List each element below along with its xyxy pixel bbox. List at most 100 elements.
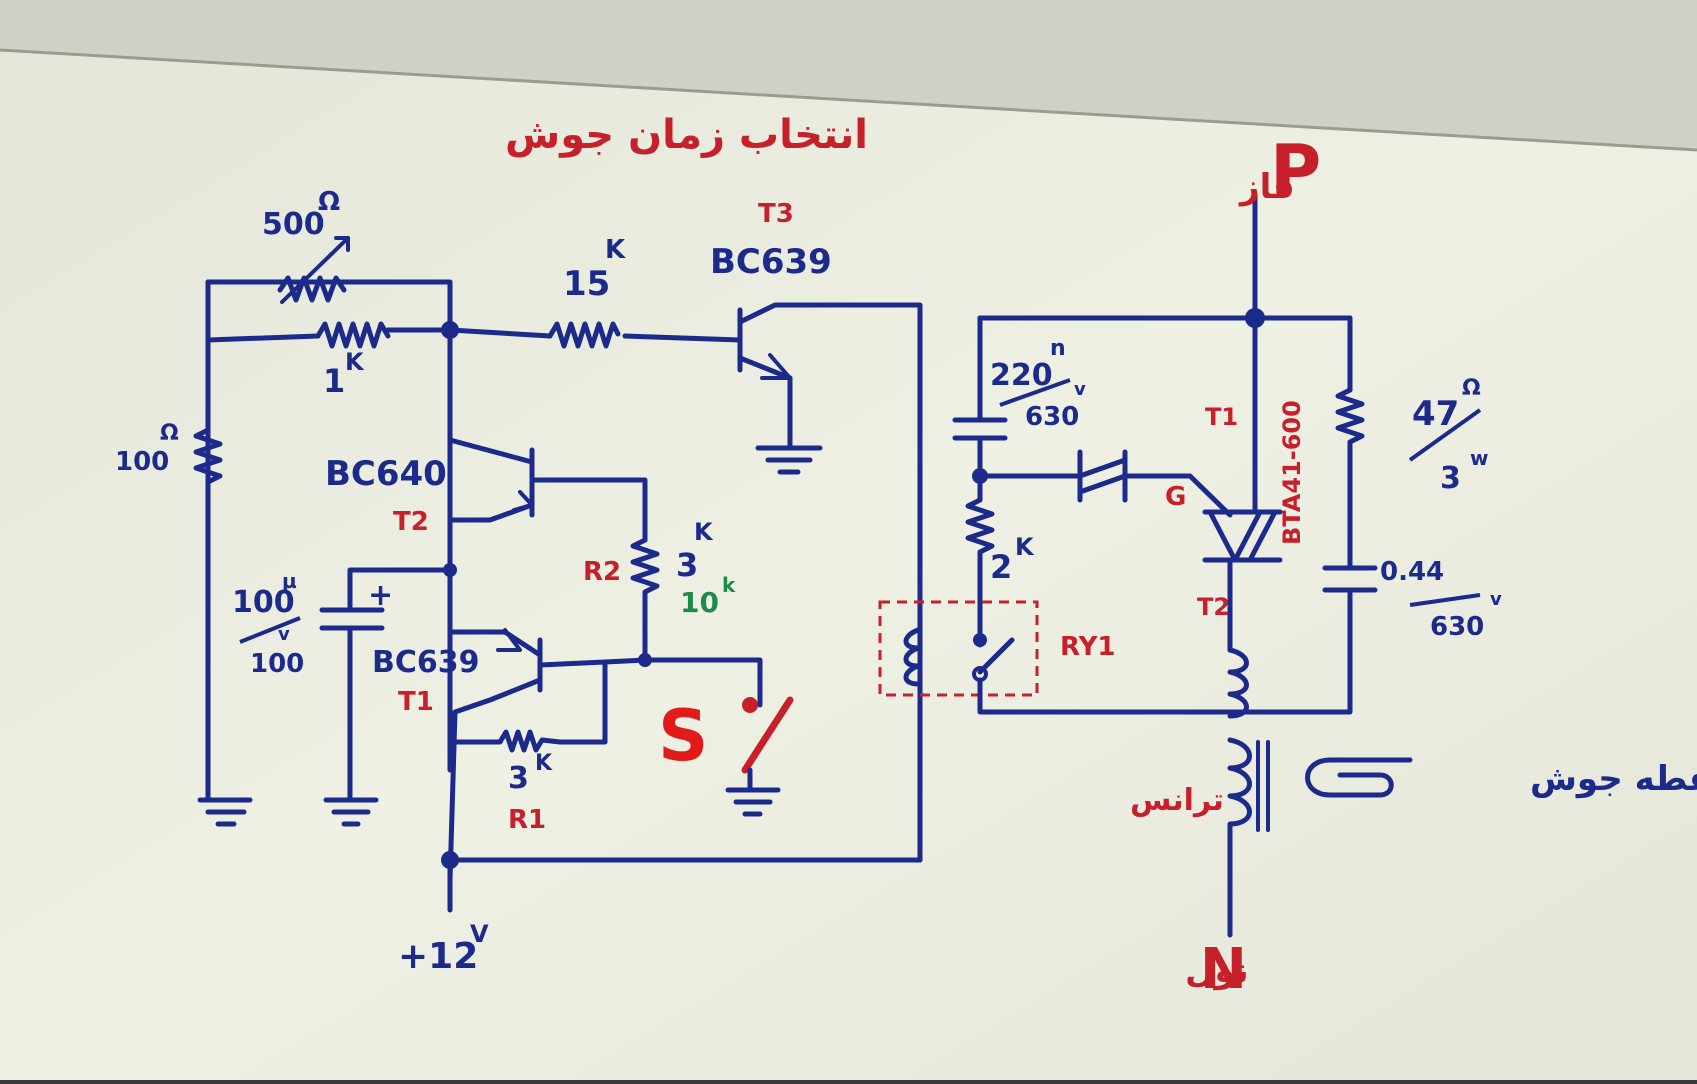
cap-fraction-line: [239, 616, 301, 644]
phase-label-fa: فاز: [1238, 167, 1295, 207]
switch-ground: [725, 787, 781, 817]
t1-part: BC639: [372, 645, 480, 680]
cap-unit: µ: [282, 569, 297, 593]
triac-bars: [1202, 509, 1283, 563]
t2-emitter-arrow: [512, 490, 534, 512]
switch-label: S: [658, 695, 708, 777]
t1-emitter: [447, 677, 543, 883]
triac-t2-label: T2: [1197, 593, 1230, 621]
resistor-1k-unit: K: [345, 348, 365, 376]
cap-value: 100: [232, 585, 295, 620]
phase-label: P: [1270, 130, 1321, 212]
r1-unit: K: [535, 751, 553, 776]
weld-point-label: نقطه جوش: [1530, 759, 1697, 799]
neutral-label: N: [1200, 937, 1247, 1002]
control-circuit: 500 Ω 1 K 15 K 100 Ω T3 BC639 BC640 T2 R…: [115, 187, 923, 977]
t3-emitter-arrow: [760, 353, 792, 380]
t2-part: BC640: [325, 454, 447, 494]
resistor-47-watt-unit: w: [1470, 446, 1488, 470]
resistor-15k-zigzag: [547, 321, 621, 349]
relay-coil: [903, 627, 921, 687]
triac-t1-label: T1: [1205, 403, 1238, 431]
supply-label: +12: [398, 936, 478, 977]
resistor-47-value: 47: [1412, 394, 1459, 434]
r1-value: 3: [508, 761, 529, 796]
power-circuit: P فاز 220 n 630 v G 2 K RY1: [878, 130, 1697, 1002]
trafo-primary-bottom: [1227, 737, 1252, 827]
t2-base-wire: [529, 477, 648, 543]
left-ground: [197, 797, 253, 827]
var-resistor-arrowhead: [334, 236, 350, 252]
t2-label: T2: [393, 507, 429, 537]
resistor-15k-unit: K: [605, 235, 626, 265]
junction-phase: [1245, 308, 1265, 328]
board-edge-line: [0, 48, 1697, 152]
resistor-1k-zigzag: [315, 321, 391, 349]
resistor-47-watt: 3: [1440, 461, 1461, 496]
relay-to-trafo: [977, 677, 1258, 715]
var-resistor-arrow: [280, 236, 350, 304]
relay-label: RY1: [1060, 632, 1116, 662]
r2-value: 3: [676, 546, 698, 584]
cap-plus: +: [368, 578, 393, 613]
switch-lever: [741, 696, 794, 774]
junction-2: [443, 563, 457, 577]
resistor-100-zigzag: [193, 427, 223, 485]
r2-alt-unit: k: [722, 573, 736, 597]
var-resistor-unit: Ω: [318, 187, 340, 217]
cap-044-fraction: [1409, 593, 1481, 607]
resistor-r2-zigzag: [630, 537, 660, 663]
triac-part: BTA41-600: [1278, 400, 1306, 545]
cap-044-value: 0.44: [1380, 557, 1444, 587]
cap-044-volt: 630: [1430, 612, 1484, 642]
junction-diac: [972, 468, 988, 484]
supply-unit: V: [470, 920, 489, 948]
wire-1k-left: [205, 333, 321, 343]
wire-to-15k: [447, 327, 553, 339]
relay-contact-top: [973, 633, 987, 647]
resistor-47-zigzag: [1335, 387, 1365, 571]
resistor-47-unit: Ω: [1462, 376, 1481, 401]
junction-3: [638, 653, 652, 667]
triac-body: [1207, 509, 1278, 563]
r2-unit: K: [694, 518, 714, 546]
t3-collector-wire: [737, 302, 923, 863]
timing-title: انتخاب زمان جوش: [505, 112, 868, 158]
cap-220n-value: 220: [990, 358, 1053, 393]
neutral-label-fa: نول: [1185, 951, 1249, 991]
var-resistor-zigzag: [277, 275, 347, 303]
resistor-100-value: 100: [115, 447, 169, 477]
t3-ground: [755, 445, 823, 475]
gate-label: G: [1165, 482, 1186, 512]
board-surface: [0, 50, 1697, 1080]
t2-collector: [447, 437, 535, 465]
t3-label: T3: [758, 199, 794, 229]
cap-220n-volt: 630: [1025, 402, 1079, 432]
t1-r1-loop: [557, 659, 608, 745]
board-top-edge: [0, 0, 1697, 150]
weld-tip: [1305, 757, 1413, 798]
r1-label: R1: [508, 805, 546, 835]
r2-alt-value: 10: [680, 586, 719, 619]
resistor-15k-value: 15: [563, 264, 610, 304]
relay-box: [878, 600, 1039, 697]
resistor-100-unit: Ω: [160, 421, 179, 446]
resistor-2k-value: 2: [990, 548, 1012, 586]
cap-220n-fraction: [999, 378, 1071, 407]
resistor-r1-zigzag: [452, 729, 563, 753]
t1-label: T1: [398, 687, 434, 717]
cap-volt: 100: [250, 649, 304, 679]
trafo-core: [1256, 740, 1270, 832]
t1-arrow: [496, 628, 522, 652]
trafo-primary-top: [1227, 647, 1249, 719]
switch-contact-top: [742, 697, 758, 713]
junction-4: [441, 851, 459, 869]
transformer-label: ترانس: [1130, 783, 1224, 818]
t3-part: BC639: [710, 242, 832, 282]
resistor-2k-zigzag: [965, 497, 995, 638]
cap-220n-volt-unit: v: [1074, 379, 1086, 400]
wire-15k-t3: [622, 333, 743, 343]
cap-volt-unit: v: [278, 624, 290, 645]
